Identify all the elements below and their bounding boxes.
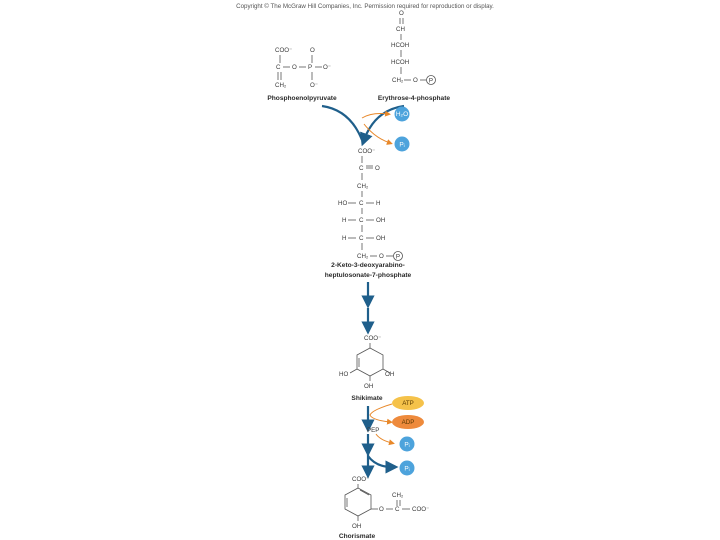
erythrose-4-phosphate-label: Erythrose-4-phosphate [378,95,451,102]
chorismate-c: C [395,506,400,513]
chorismate-oh: OH [352,523,361,530]
atp-label: ATP [402,400,414,407]
pep-input-label: PEP [367,427,379,434]
pi-circle-1 [394,136,410,152]
pep-o: O [292,64,297,71]
phosphoenolpyruvate-label: Phosphoenolpyruvate [267,95,337,102]
shikimate-oh-bottom: OH [364,383,373,390]
pep-p-bottom-o: O⁻ [310,82,318,89]
pep-coo: COO⁻ [275,47,292,54]
h2o-label: H₂O [396,111,408,118]
pi-circle-2 [399,436,415,452]
dahp-ch2: CH₂ [357,183,369,190]
dahp-c-keto: C [359,165,364,172]
shikimate-coo: COO⁻ [364,335,381,342]
h2o-side-arrow [361,110,391,119]
dahp-r2-oh: OH [376,217,385,224]
pep-c1: C [276,64,281,71]
dahp-phosphate-p: P [396,254,400,261]
pi-side-arrow-1 [363,123,393,145]
dahp-r1-ho: HO [338,200,347,207]
dahp-r2-c: C [359,217,364,224]
dahp-r3-h: H [342,235,346,242]
dahp-r1-c: C [359,200,364,207]
h2o-circle [394,106,410,122]
dahp-keto-o: O [375,165,380,172]
dahp-label-line-1: 2-Keto-3-deoxyarabino- [331,262,405,269]
pep-ch2: CH₂ [275,82,287,89]
e4p-top-o: O [399,10,404,17]
pi-label-1: Pᵢ [399,142,404,149]
dahp-r3-oh: OH [376,235,385,242]
pi-release-arrow [367,455,399,474]
erythrose-4-phosphate-structure: O CH HCOH HCOH CH₂ O P Erythrose-4-phosp… [378,10,451,102]
chorismate-ch2: CH₂ [392,492,404,499]
e4p-phosphate-p: P [429,78,433,85]
phosphoenolpyruvate-structure: COO⁻ O C O P O⁻ CH₂ O⁻ Phosphoenolpyruva… [267,47,337,102]
dahp-r2-h: H [342,217,346,224]
dahp-phosphate-circle [393,251,403,261]
dahp-r3-c: C [359,235,364,242]
chorismate-label: Chorismate [339,533,376,540]
chorismate-ring [344,487,372,517]
atp-pill [392,396,424,410]
chorismate-coo: COO⁻ [352,476,369,483]
e4p-ch: CH [396,26,405,33]
e4p-ch2: CH₂ [392,77,404,84]
chorismate-coo2: COO⁻ [412,506,429,513]
main-arrow-1 [360,104,405,147]
pep-converge-arrow [321,104,364,141]
shikimate-oh-right: OH [385,371,394,378]
pi-circle-3 [399,460,415,476]
pep-p-top-o: O [310,47,315,54]
adp-label: ADP [402,419,415,426]
chorismate-ether-o: O [379,506,384,513]
atp-adp-side-arrow [369,403,393,425]
dahp-structure: COO⁻ C O CH₂ HO C H H C OH H C OH CH₂ O … [325,148,412,279]
e4p-hcoh-2: HCOH [391,59,409,66]
pep-p: P [308,64,312,71]
adp-pill [392,415,424,429]
dahp-label-line-2: heptulosonate-7-phosphate [325,272,412,279]
shikimate-structure: COO⁻ HO OH OH Shikimate [339,335,394,402]
e4p-phosphate-circle [426,75,436,85]
dahp-r1-h: H [376,200,380,207]
shikimate-label: Shikimate [351,395,382,402]
e4p-o: O [413,77,418,84]
pi-label-3: Pᵢ [404,466,409,473]
dahp-bottom-ch2: CH₂ [357,253,369,260]
pi-label-2: Pᵢ [404,442,409,449]
dahp-bottom-o: O [379,253,384,260]
chorismate-structure: COO⁻ O C CH₂ COO⁻ OH Chorismate [339,476,430,540]
pep-pi-side-arrow [375,433,395,446]
e4p-hcoh-1: HCOH [391,42,409,49]
dahp-coo: COO⁻ [358,148,375,155]
shikimate-ho: HO [339,371,348,378]
shikimate-ring [356,347,384,377]
pep-p-right-o: O⁻ [323,64,331,71]
copyright-caption: Copyright © The McGraw Hill Companies, I… [236,3,494,10]
